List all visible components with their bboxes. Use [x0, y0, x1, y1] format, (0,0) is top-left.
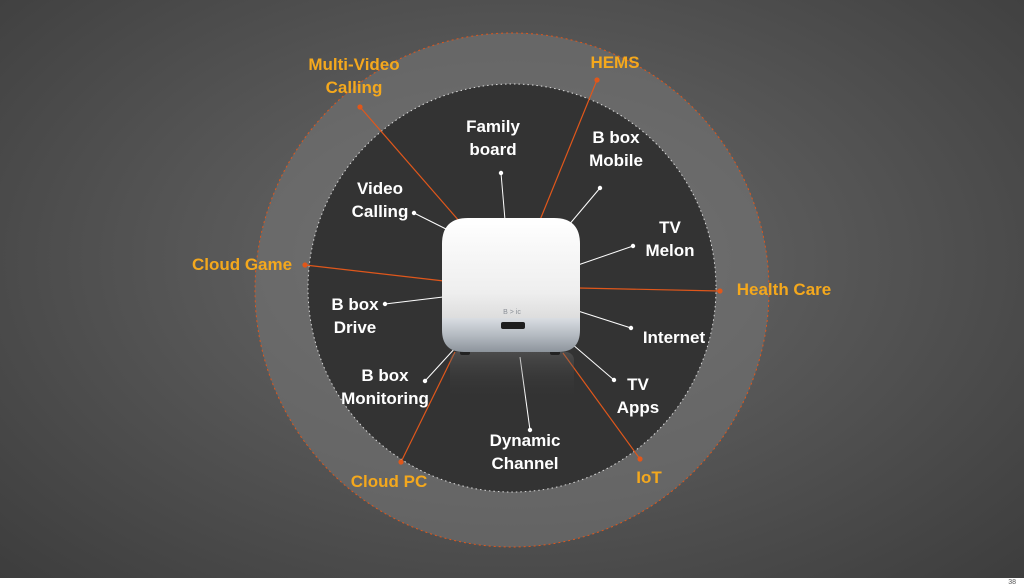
set-top-box-logo: B > ic: [503, 309, 521, 316]
label-family-board: Family board: [466, 117, 520, 159]
label-tv-apps: TV Apps: [616, 375, 660, 417]
label-multi-video-calling: Multi-Video Calling: [308, 55, 400, 97]
connector-bbox-monitoring: [424, 345, 458, 382]
label-iot: IoT: [636, 468, 662, 487]
inner-disc-dotted-border: [307, 83, 717, 493]
label-bbox-mobile: B box Mobile: [589, 128, 643, 170]
label-internet: Internet: [642, 328, 706, 347]
label-dynamic-channel: Dynamic Channel: [489, 431, 561, 473]
connector-tv-apps: [571, 343, 615, 381]
connector-multi-video-calling: [359, 106, 461, 223]
connector-cloud-pc: [400, 351, 456, 463]
outer-connectors: [304, 79, 721, 463]
inner-connector-dots: [382, 170, 636, 433]
outer-ring-dashed-border: [254, 32, 770, 548]
connector-tv-melon: [577, 245, 634, 266]
label-health-care: Health Care: [736, 280, 832, 299]
label-bbox-drive: B box Drive: [331, 295, 379, 337]
set-top-box-top: [442, 218, 580, 318]
label-cloud-game: Cloud Game: [191, 255, 293, 274]
set-top-box-port: [501, 322, 525, 329]
set-top-box-base: [442, 318, 580, 352]
label-cloud-pc: Cloud PC: [350, 472, 428, 491]
label-tv-melon: TV Melon: [645, 218, 695, 260]
label-bbox-monitoring: B box Monitoring: [341, 366, 429, 408]
connector-bbox-mobile: [567, 187, 601, 227]
page-number: 38: [1008, 579, 1016, 586]
set-top-box: B > ic: [442, 218, 580, 400]
connector-family-board: [500, 172, 506, 221]
connector-health-care: [577, 287, 721, 292]
connector-iot: [562, 352, 641, 460]
label-video-calling: Video Calling: [351, 179, 409, 221]
connector-cloud-game: [304, 264, 445, 282]
label-hems: HEMS: [590, 53, 640, 72]
connector-internet: [577, 310, 632, 329]
set-top-box-reflection: [450, 352, 574, 400]
connector-hems: [539, 79, 598, 221]
connector-bbox-drive: [384, 296, 444, 305]
outer-connector-dots: [302, 77, 723, 465]
